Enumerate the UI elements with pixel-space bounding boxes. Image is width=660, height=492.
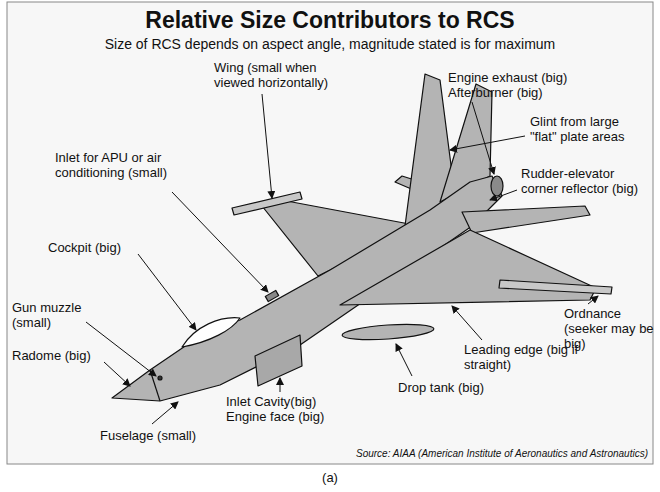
leader-line (104, 362, 130, 386)
leader-line (262, 94, 272, 198)
callout-label: Glint from large "flat" plate areas (530, 114, 648, 144)
gun-muzzle (158, 376, 162, 380)
leader-line (152, 402, 178, 424)
wingtip-missile (499, 280, 612, 294)
leader-line (452, 306, 482, 340)
horizontal-stabilizer (462, 206, 590, 233)
leader-line (472, 102, 494, 174)
drop-tank (342, 322, 435, 342)
leader-line (280, 378, 281, 392)
subtitle: Size of RCS depends on aspect angle, mag… (20, 36, 640, 53)
apu-inlet (265, 290, 278, 301)
leader-line (490, 190, 517, 200)
cockpit-canopy (182, 318, 240, 347)
leader-line (450, 136, 525, 150)
picture-frame (7, 2, 653, 464)
callout-label: Radome (big) (12, 348, 112, 363)
engine-inlet (255, 335, 302, 386)
exhaust-nozzle (491, 176, 503, 196)
callout-label: Inlet Cavity(big) Engine face (big) (226, 394, 342, 424)
callout-label: Gun muzzle (small) (12, 300, 92, 330)
leader-line (86, 322, 156, 376)
callout-label: Engine exhaust (big) Afterburner (big) (448, 70, 588, 100)
callout-label: Leading edge (big if straight) (464, 342, 590, 372)
near-wing (340, 230, 596, 305)
callout-label: Inlet for APU or air conditioning (small… (55, 150, 167, 180)
callout-label: Drop tank (big) (398, 380, 508, 395)
source-note: Source: AIAA (American Institute of Aero… (300, 448, 648, 460)
leader-line (172, 192, 268, 292)
leader-line (138, 254, 196, 330)
callout-label: Fuselage (small) (100, 428, 220, 443)
figure-caption: (a) (300, 470, 360, 485)
diagram-title: Relative Size Contributors to RCS (10, 6, 650, 34)
wingtip-missile (232, 192, 302, 215)
callout-label: Wing (small when viewed horizontally) (214, 60, 344, 90)
callout-label: Cockpit (big) (48, 240, 148, 255)
leader-line (588, 296, 598, 304)
leader-line (396, 344, 412, 376)
callout-label: Rudder-elevator corner reflector (big) (521, 166, 649, 196)
